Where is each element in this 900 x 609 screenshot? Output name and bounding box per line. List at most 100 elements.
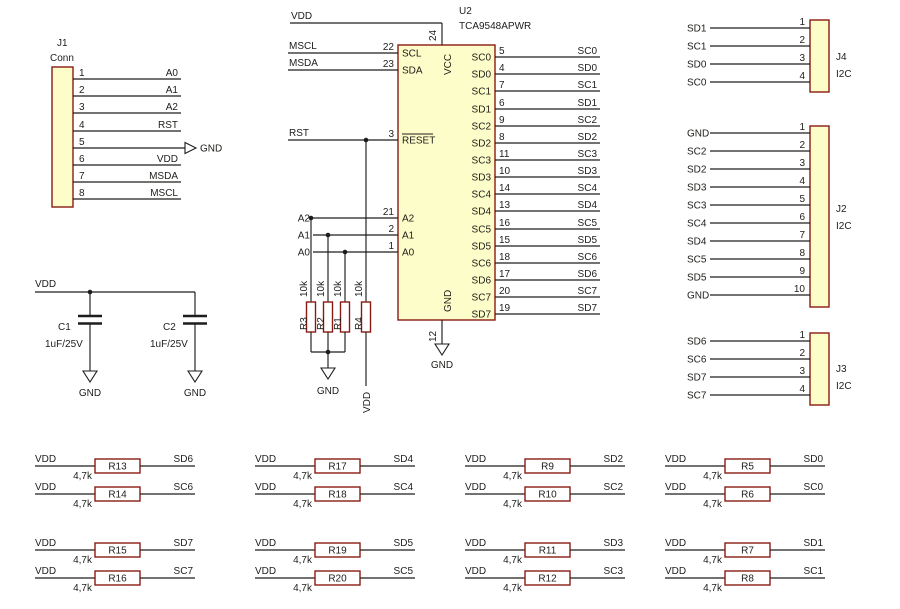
gnd-symbol <box>433 343 451 357</box>
connector-ref: J4 <box>836 52 847 63</box>
resistor-value: 4,7k <box>73 471 93 482</box>
pin-number: 24 <box>428 29 439 41</box>
net-label: SC2 <box>687 147 707 158</box>
capacitor-ref: C2 <box>163 322 176 333</box>
resistor-ref: R8 <box>741 574 754 585</box>
net-label: SD1 <box>804 538 824 549</box>
j1-pin: 1 A0 <box>73 68 181 80</box>
net-label: MSCL <box>289 41 317 52</box>
net-label: SC1 <box>578 80 598 91</box>
resistor-value: 10k <box>354 280 365 297</box>
resistor-value: 4,7k <box>293 583 313 594</box>
pin-number: 2 <box>799 348 805 359</box>
resistor-value: 10k <box>316 280 327 297</box>
resistor-value: 4,7k <box>703 583 723 594</box>
net-label: A2 <box>166 102 179 113</box>
net-label: MSDA <box>289 58 318 69</box>
resistor-value: 4,7k <box>293 555 313 566</box>
pin-name: SC0 <box>472 53 492 64</box>
pin-number: 8 <box>79 188 85 199</box>
net-label: SC4 <box>687 219 707 230</box>
resistor-ref: R11 <box>539 546 557 557</box>
resistor-ref: R6 <box>741 490 754 501</box>
resistor-value: 4,7k <box>703 471 723 482</box>
resistor-value: 4,7k <box>73 499 93 510</box>
connector-name: I2C <box>836 381 852 392</box>
vdd-net-label: VDD <box>35 566 56 577</box>
vdd-net-label: VDD <box>665 566 686 577</box>
pin-number: 15 <box>499 235 511 246</box>
vdd-net-label: VDD <box>465 454 486 465</box>
pin-number: 20 <box>499 286 511 297</box>
junction-dot <box>308 215 314 221</box>
net-label: MSDA <box>149 171 178 182</box>
resistor-ref: R16 <box>108 574 127 585</box>
pin-name: SC1 <box>472 87 492 98</box>
net-label: SD4 <box>394 454 414 465</box>
net-label: RST <box>158 120 178 131</box>
pin-number: 1 <box>799 122 805 133</box>
pin-number: 7 <box>499 80 505 91</box>
pin-name: SDA <box>402 66 423 77</box>
net-label: SD3 <box>687 183 707 194</box>
pin-name: SD3 <box>472 173 492 184</box>
pin-number: 21 <box>383 207 395 218</box>
net-label: SD4 <box>578 200 598 211</box>
vdd-net-label: VDD <box>665 538 686 549</box>
gnd-symbol <box>184 141 198 155</box>
vdd-net-label: VDD <box>465 538 486 549</box>
pin-number: 3 <box>799 158 805 169</box>
pin-name: SD7 <box>472 310 492 321</box>
junction-dot <box>342 249 348 255</box>
pin-name: SC6 <box>472 259 492 270</box>
connector-body <box>809 19 830 93</box>
net-label: SD7 <box>578 303 598 314</box>
net-label: A1 <box>166 85 179 96</box>
pin-name: SCL <box>402 49 422 60</box>
pin-number: 1 <box>79 68 85 79</box>
vdd-net-label: VDD <box>465 566 486 577</box>
net-label: SD6 <box>578 269 598 280</box>
resistor-ref: R5 <box>741 462 754 473</box>
net-label: A0 <box>166 68 179 79</box>
net-label: SD5 <box>394 538 414 549</box>
net-label: SD2 <box>578 132 598 143</box>
net-label: SC0 <box>804 482 824 493</box>
resistor-ref: R19 <box>328 546 347 557</box>
pin-number: 10 <box>794 284 806 295</box>
pin-number: 16 <box>499 218 511 229</box>
pin-number: 1 <box>799 17 805 28</box>
net-label: MSCL <box>150 188 178 199</box>
vdd-net-label: VDD <box>35 538 56 549</box>
capacitor-value: 1uF/25V <box>150 339 188 350</box>
gnd-symbol <box>81 370 99 384</box>
net-label: SC5 <box>394 566 414 577</box>
resistor-value: 4,7k <box>293 471 313 482</box>
resistor-value: 4,7k <box>703 499 723 510</box>
net-label: SD2 <box>604 454 624 465</box>
connector-j2: J2I2CGND1SC22SD23SD34SC35SC46SD47SC58SD5… <box>687 122 852 308</box>
net-label: SD7 <box>687 373 707 384</box>
